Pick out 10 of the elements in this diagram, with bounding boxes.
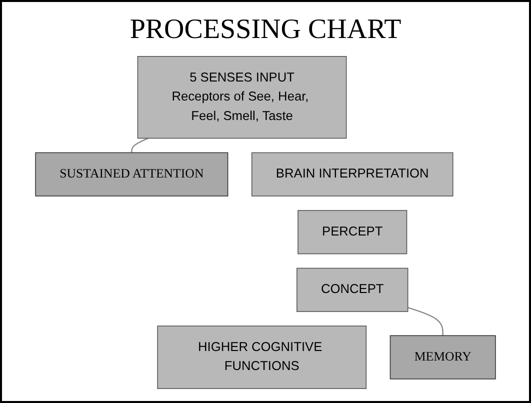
node-box: PERCEPT <box>298 210 408 254</box>
node-box: HIGHER COGNITIVE FUNCTIONS <box>157 326 367 389</box>
node-box: SUSTAINED ATTENTION <box>35 152 228 196</box>
connector <box>131 138 148 153</box>
node-box: 5 SENSES INPUT Receptors of See, Hear, Feel, Smell, Taste <box>137 56 347 139</box>
chart-title: PROCESSING CHART <box>130 14 402 46</box>
connector <box>408 307 444 336</box>
node-box: BRAIN INTERPRETATION <box>251 152 454 196</box>
node-box: CONCEPT <box>296 268 408 312</box>
node-box: MEMORY <box>390 335 496 380</box>
